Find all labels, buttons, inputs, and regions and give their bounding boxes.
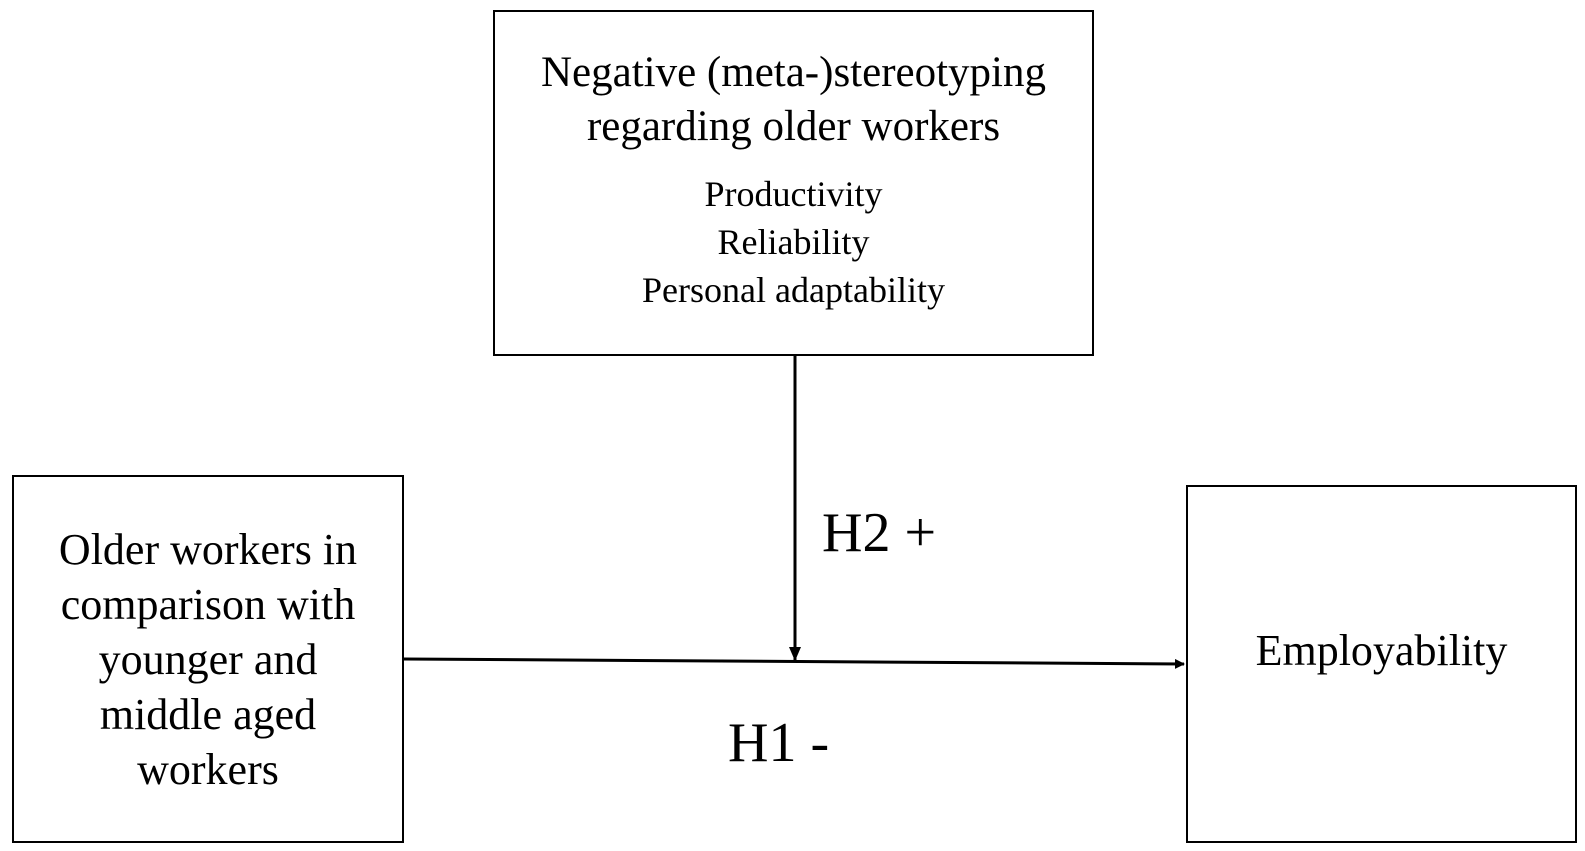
predictor-line-2: comparison with	[60, 579, 356, 629]
predictor-box: Older workers in comparison with younger…	[12, 475, 404, 843]
hypothesis-h2-label: H2 +	[822, 502, 937, 564]
dimension-productivity: Productivity	[704, 174, 883, 214]
moderator-title-line-2: regarding older workers	[586, 103, 1001, 150]
predictor-line-1: Older workers in	[58, 524, 358, 574]
dimension-reliability: Reliability	[717, 222, 870, 262]
dimension-personal-adaptability: Personal adaptability	[642, 270, 945, 310]
outcome-label: Employability	[1255, 625, 1508, 675]
moderator-box: Negative (meta-)stereotyping regarding o…	[493, 10, 1094, 356]
predictor-line-5: workers	[137, 744, 279, 794]
stereotype-dimensions-list: Productivity Reliability Personal adapta…	[642, 170, 945, 314]
hypothesis-h1-label: H1 -	[728, 712, 830, 774]
outcome-box: Employability	[1186, 485, 1577, 843]
predictor-line-3: younger and	[98, 634, 318, 684]
predictor-line-4: middle aged	[99, 689, 317, 739]
moderator-title-line-1: Negative (meta-)stereotyping	[540, 49, 1047, 96]
arrow-h1-main-effect	[403, 657, 1185, 669]
